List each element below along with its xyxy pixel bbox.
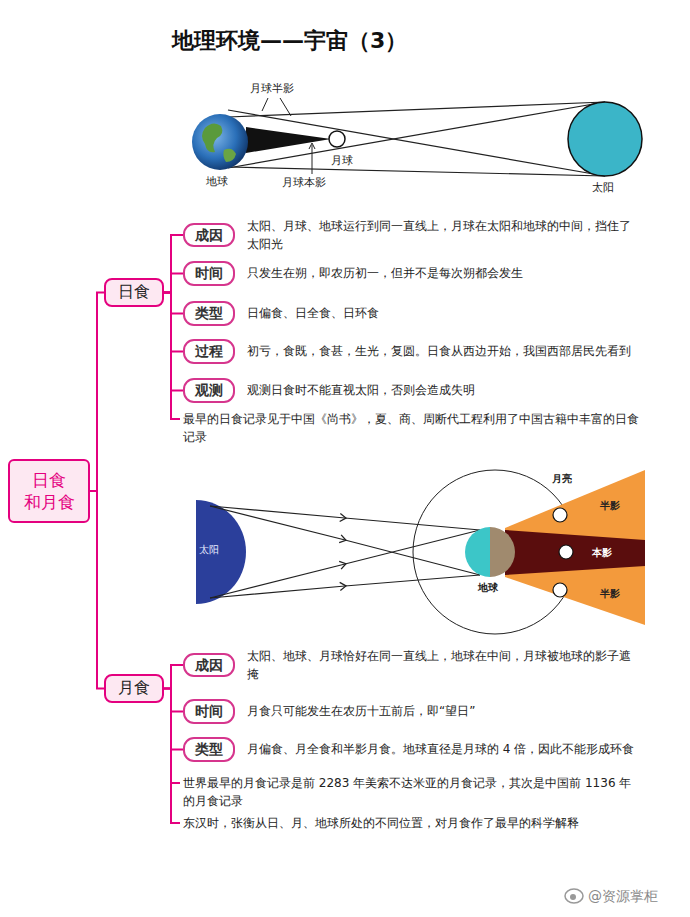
tree-connector [90,292,104,491]
branch-title: 日食 [118,282,150,303]
topic-pill: 类型 [183,737,235,762]
topic-description: 太阳、地球、月球恰好在同一直线上，地球在中间，月球被地球的影子遮掩 [247,647,642,683]
tree-connector [164,688,183,711]
figure-label: 半影 [600,588,620,600]
figure-label: 本影 [592,547,612,559]
branch-box: 日食 [104,278,164,307]
root-title: 日食 和月食 [22,469,76,513]
figure-label: 太阳 [592,181,614,194]
title-text: 地理环境——宇宙（3） [172,26,407,56]
figure-label: 月球 [331,154,353,167]
sun-symbol [196,500,246,604]
topic-pill: 成因 [183,653,235,678]
branch-title: 月食 [118,678,150,699]
tree-connector [164,688,183,749]
topic-description: 太阳、月球、地球运行到同一直线上，月球在太阳和地球的中间，挡住了太阳光 [247,217,642,253]
tree-connector [164,292,183,351]
note-branch-line [171,688,180,783]
topic-item: 时间月食只可能发生在农历十五前后，即“望日” [183,699,642,724]
root-box: 日食 和月食 [8,459,90,523]
tree-connector [164,292,183,313]
figure-label: 地球 [478,582,498,594]
watermark-icon [565,889,583,903]
sun-symbol [568,102,642,176]
lunar-eclipse-figure [196,470,645,634]
topic-description: 观测日食时不能直视太阳，否则会造成失明 [247,381,642,399]
topic-pill: 观测 [183,378,235,403]
moon-symbol [553,583,567,597]
figure-label: 太阳 [199,544,219,556]
moon-symbol [553,508,567,522]
tree-connector [90,491,104,688]
solar-eclipse-figure [192,98,642,176]
tree-connector [164,235,183,292]
note-text: 东汉时，张衡从日、月、地球所处的不同位置，对月食作了最早的科学解释 [183,814,643,832]
topic-item: 观测观测日食时不能直视太阳，否则会造成失明 [183,378,642,403]
topic-description: 日偏食、日全食、日环食 [247,304,642,322]
moon-symbol [329,131,345,147]
penumbra-area [505,470,645,625]
topic-pill: 时间 [183,699,235,724]
figure-label: 月亮 [552,473,572,485]
topic-description: 月食只可能发生在农历十五前后，即“望日” [247,702,642,720]
topic-description: 初亏，食既，食甚，生光，复圆。日食从西边开始，我国西部居民先看到 [247,342,642,360]
figure-label: 月球半影 [250,82,294,95]
note-text: 世界最早的月食记录是前 2283 年美索不达米亚的月食记录，其次是中国前 113… [183,774,643,810]
tree-connector [164,292,183,390]
topic-description: 月偏食、月全食和半影月食。地球直径是月球的 4 倍，因此不能形成环食 [247,740,642,758]
topic-pill: 成因 [183,223,235,248]
topic-item: 成因太阳、月球、地球运行到同一直线上，月球在太阳和地球的中间，挡住了太阳光 [183,217,642,253]
branch-box: 月食 [104,674,164,703]
figure-label: 半影 [600,500,620,512]
topic-description: 只发生在朔，即农历初一，但并不是每次朔都会发生 [247,264,642,282]
watermark-text: @资源掌柜 [588,888,658,905]
figure-label: 月球本影 [282,176,326,189]
note-branch-line [171,688,180,823]
topic-pill: 时间 [183,261,235,286]
note-text: 最早的日食记录见于中国《尚书》，夏、商、周断代工程利用了中国古籍中丰富的日食记录 [183,410,643,446]
figure-label: 地球 [206,175,228,188]
topic-pill: 类型 [183,301,235,326]
topic-item: 时间只发生在朔，即农历初一，但并不是每次朔都会发生 [183,261,642,286]
earth-symbol [192,114,248,170]
topic-pill: 过程 [183,339,235,364]
tree-connector [164,273,183,292]
topic-item: 成因太阳、地球、月球恰好在同一直线上，地球在中间，月球被地球的影子遮掩 [183,647,642,683]
moon-symbol [559,545,573,559]
note-branch-line [171,292,180,419]
umbra-area [505,530,645,575]
topic-item: 过程初亏，食既，食甚，生光，复圆。日食从西边开始，我国西部居民先看到 [183,339,642,364]
tree-connector [164,665,183,688]
topic-item: 类型月偏食、月全食和半影月食。地球直径是月球的 4 倍，因此不能形成环食 [183,737,642,762]
topic-item: 类型日偏食、日全食、日环食 [183,301,642,326]
